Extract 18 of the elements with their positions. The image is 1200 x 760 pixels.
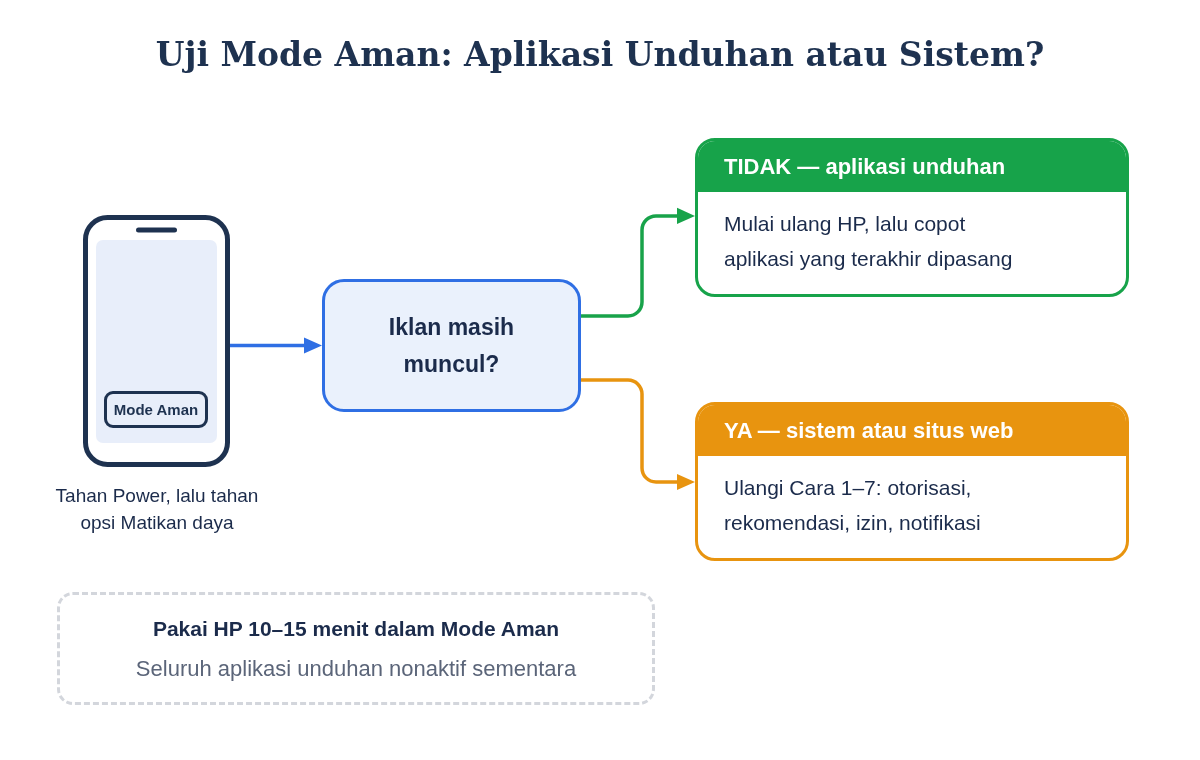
card-header: YA — sistem atau situs web — [698, 405, 1126, 456]
mode-badge: Mode Aman — [104, 391, 208, 428]
card-header: TIDAK — aplikasi unduhan — [698, 141, 1126, 192]
card-body-text: Mulai ulang HP, lalu copot aplikasi yang terakhir dipasang — [724, 211, 1014, 272]
arrow — [581, 378, 695, 491]
phone-illustration — [83, 215, 230, 467]
phone-caption: Tahan Power, lalu tahan opsi Matikan daya — [54, 484, 260, 535]
result-card — [695, 402, 1129, 561]
arrow — [581, 207, 695, 318]
note-box — [57, 592, 655, 705]
decision-text: Iklan masih muncul? — [387, 312, 516, 379]
result-card — [695, 138, 1129, 297]
note-heading: Pakai HP 10–15 menit dalam Mode Aman — [152, 616, 560, 642]
note-text: Seluruh aplikasi unduhan nonaktif sementara — [135, 655, 577, 683]
diagram-title: Uji Mode Aman: Aplikasi Unduhan atau Sistem? — [155, 34, 1045, 76]
decision-box — [322, 279, 581, 412]
arrow — [230, 337, 322, 354]
card-body-text: Ulangi Cara 1–7: otorisasi, rekomendasi, izin, notifikasi — [724, 475, 982, 536]
